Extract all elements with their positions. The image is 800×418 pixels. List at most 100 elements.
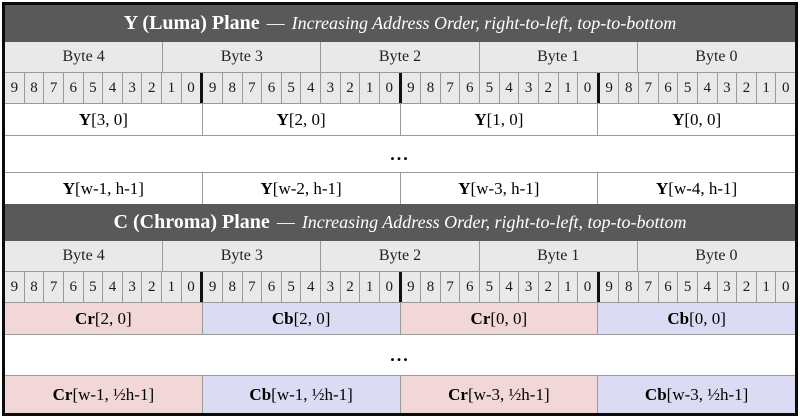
bit-label: 7 — [241, 73, 262, 103]
sample-cell: Y[0, 0] — [597, 104, 795, 135]
bit-label: 0 — [378, 73, 399, 103]
bit-label: 6 — [62, 73, 83, 103]
chroma-plane-header: C (Chroma) Plane — Increasing Address Or… — [5, 204, 795, 241]
bit-label: 3 — [121, 272, 142, 302]
sample-cell: Cb[2, 0] — [201, 303, 400, 334]
bit-label: 1 — [359, 73, 379, 103]
byte-label: Byte 2 — [320, 42, 478, 72]
bit-label: 6 — [261, 73, 281, 103]
bit-label: 2 — [141, 73, 161, 103]
bit-label: 8 — [221, 272, 242, 302]
bit-label: 7 — [43, 272, 63, 302]
plane-title: Y (Luma) Plane — [123, 12, 260, 34]
sample-index: [w-3, ½h-1] — [666, 384, 749, 404]
bit-label: 2 — [339, 272, 360, 302]
bit-label: 5 — [280, 73, 301, 103]
sample-prefix: Y — [62, 178, 76, 198]
sample-prefix: Cb — [249, 384, 272, 404]
bit-label: 2 — [339, 73, 360, 103]
plane-subtitle: Increasing Address Order, right-to-left,… — [291, 13, 677, 33]
bit-label: 3 — [320, 73, 340, 103]
bit-label: 6 — [62, 272, 83, 302]
bit-label: 8 — [618, 272, 638, 302]
sample-index: [0, 0] — [689, 308, 726, 328]
sample-prefix: Y — [78, 109, 92, 129]
sample-cell: Cr[w-3, ½h-1] — [399, 376, 598, 413]
bit-label: 6 — [459, 73, 479, 103]
bit-label: 6 — [459, 272, 479, 302]
byte-label: Byte 0 — [636, 241, 795, 271]
sample-cell: Y[w-4, h-1] — [597, 173, 795, 204]
bit-label: 8 — [221, 73, 242, 103]
sample-cell: Y[w-3, h-1] — [399, 173, 598, 204]
bit-label: 7 — [638, 272, 658, 302]
sample-cell: Cr[0, 0] — [399, 303, 598, 334]
bit-label: 9 — [398, 272, 421, 302]
luma-plane-header: Y (Luma) Plane — Increasing Address Orde… — [5, 5, 795, 42]
bit-label: 1 — [557, 73, 578, 103]
sample-index: [w-4, h-1] — [668, 178, 738, 198]
bit-label: 9 — [596, 73, 619, 103]
bit-label: 1 — [557, 272, 578, 302]
sample-row-last: Y[w-1, h-1]Y[w-2, h-1]Y[w-3, h-1]Y[w-4, … — [5, 172, 795, 204]
bit-label: 4 — [300, 272, 320, 302]
sample-cell: Cr[2, 0] — [5, 303, 202, 334]
bit-label: 2 — [736, 73, 756, 103]
plane-subtitle: Increasing Address Order, right-to-left,… — [301, 212, 687, 232]
sample-prefix: Cr — [75, 308, 95, 328]
byte-label: Byte 3 — [162, 42, 320, 72]
bit-label: 4 — [300, 73, 320, 103]
bit-label: 3 — [716, 272, 737, 302]
sample-index: [3, 0] — [91, 109, 128, 129]
sample-cell: Cb[w-3, ½h-1] — [597, 376, 795, 413]
sample-row-last: Cr[w-1, ½h-1]Cb[w-1, ½h-1]Cr[w-3, ½h-1]C… — [5, 375, 795, 413]
byte-label: Byte 4 — [62, 48, 105, 65]
bit-label: 3 — [518, 73, 538, 103]
bit-label: 5 — [677, 73, 697, 103]
ellipsis: ... — [390, 143, 410, 164]
bit-label: 7 — [43, 73, 63, 103]
sample-cell: Y[w-1, h-1] — [5, 173, 202, 204]
sample-prefix: Cb — [644, 384, 667, 404]
sample-index: [1, 0] — [486, 109, 524, 129]
byte-label: Byte 1 — [478, 42, 637, 72]
sample-index: [0, 0] — [684, 109, 722, 129]
bit-label: 4 — [498, 272, 519, 302]
bit-label: 3 — [716, 73, 737, 103]
bit-label: 6 — [657, 272, 678, 302]
sample-cell: Y[2, 0] — [201, 104, 400, 135]
sample-prefix: Y — [276, 109, 289, 129]
byte-label: Byte 0 — [636, 42, 795, 72]
sample-prefix: Y — [260, 178, 273, 198]
sample-prefix: Cr — [470, 308, 491, 328]
sample-index: [2, 0] — [288, 109, 326, 129]
sample-prefix: Y — [656, 178, 669, 198]
bit-label: 5 — [677, 272, 697, 302]
sample-cell: Cb[0, 0] — [597, 303, 795, 334]
bit-label: 8 — [420, 73, 440, 103]
bit-label: 6 — [657, 73, 678, 103]
bit-label: 9 — [200, 272, 222, 302]
sample-index: [w-3, ½h-1] — [467, 384, 550, 404]
bit-label: 8 — [420, 272, 440, 302]
sample-index: [w-2, h-1] — [272, 178, 342, 198]
bit-label: 1 — [755, 73, 776, 103]
byte-label: Byte 3 — [162, 241, 320, 271]
plane-title-dash: — — [266, 13, 285, 33]
sample-cell: Y[1, 0] — [399, 104, 598, 135]
sample-prefix: Cr — [52, 384, 73, 404]
chroma-plane-section: C (Chroma) Plane — Increasing Address Or… — [5, 204, 795, 413]
byte-label: Byte 2 — [320, 241, 478, 271]
sample-index: [w-1, h-1] — [75, 178, 144, 198]
sample-cell: Y[3, 0] — [5, 104, 202, 135]
bit-label: 4 — [498, 73, 519, 103]
bit-label: 5 — [82, 73, 103, 103]
sample-prefix: Y — [474, 109, 487, 129]
bit-label: 8 — [23, 272, 44, 302]
bit-label: 0 — [775, 73, 795, 103]
bit-label: 1 — [755, 272, 776, 302]
sample-cell: Cr[w-1, ½h-1] — [5, 376, 202, 413]
